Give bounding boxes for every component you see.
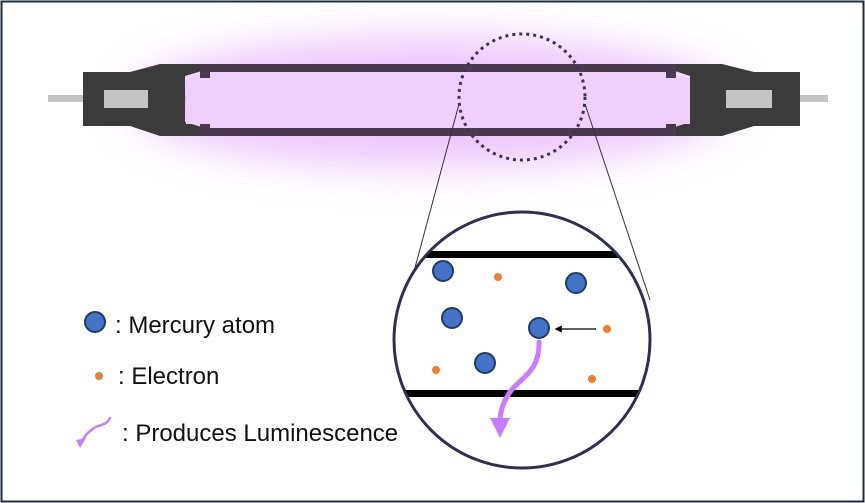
electron [588,375,596,383]
legend-luminescence-label: : Produces Luminescence [122,420,398,447]
electron [432,366,440,374]
luminescence-arrow [497,339,542,425]
legend-mercury-atom-label: : Mercury atom [115,312,275,339]
mercury-atom [565,272,587,294]
mercury-atom [474,352,496,374]
zoom-source-circle [457,32,587,162]
mercury-atom [528,317,550,339]
mercury-atom [432,260,454,282]
electron [494,273,502,281]
legend-electron-label: : Electron [118,363,219,390]
legend: : Mercury atom : Electron : Produces Lum… [76,311,398,448]
zoom-line-left [408,103,460,291]
tube-interior [210,72,666,128]
legend-mercury-atom-icon [84,311,106,333]
fluorescent-tube [48,64,828,136]
luminescence-arrowhead [490,418,510,438]
zoom-circle-outline [392,210,652,470]
upper-tube-wall [394,251,650,258]
lower-tube-wall [394,390,650,397]
magnified-view [392,210,652,470]
left-filament [104,90,148,108]
electron [603,325,611,333]
legend-luminescence-icon [80,416,112,444]
right-filament [726,90,772,108]
legend-electron-icon [95,372,103,380]
mercury-atom [441,307,463,329]
zoom-line-right [584,103,651,301]
